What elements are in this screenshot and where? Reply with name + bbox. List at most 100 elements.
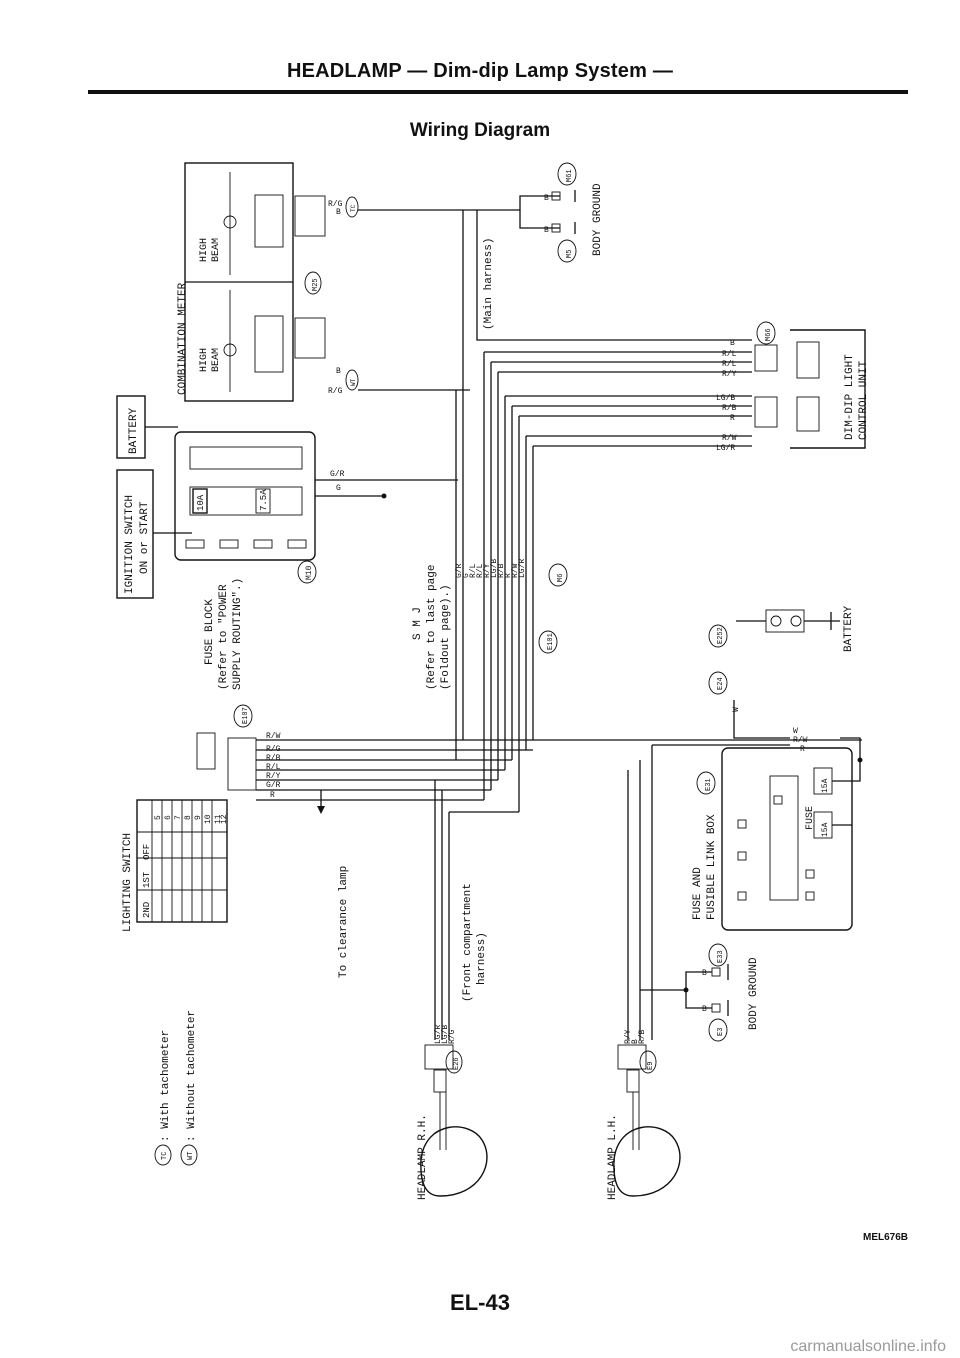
hl-rh-lgb: LG/B: [441, 1025, 450, 1044]
wire-b-gnd3: B: [702, 969, 707, 978]
to-clearance-label: To clearance lamp: [338, 866, 350, 978]
high-beam-label-1: HIGH: [199, 238, 210, 262]
page-title: HEADLAMP — Dim-dip Lamp System —: [286, 60, 674, 82]
ignition-switch-label: IGNITION SWITCH: [124, 495, 136, 594]
switch-col-2nd: 2ND: [142, 902, 152, 918]
smj-ry: R/Y: [483, 563, 492, 578]
switch-row-6: 6: [164, 815, 173, 820]
ls-wire-r: R: [270, 791, 275, 800]
smj-r: R: [504, 573, 513, 578]
switch-row-5: 5: [154, 815, 163, 820]
wire-b-gnd4: B: [702, 1005, 707, 1014]
main-harness-wires: G/R G: [315, 210, 752, 812]
fuse-block-ref1: (Refer to "POWER: [218, 584, 230, 690]
smj-rb: R/B: [497, 563, 506, 578]
legend-tc-text: : With tachometer: [160, 1030, 172, 1142]
ignition-switch-box: IGNITION SWITCH ON or START: [116, 469, 154, 599]
conn-m61: M61: [566, 169, 574, 182]
conn-wt: WT: [350, 378, 357, 386]
headlamp-rh-label: HEADLAMP R.H.: [417, 1114, 429, 1200]
dd-wire-lgr: LG/R: [716, 444, 735, 453]
wire-b-top: B: [336, 208, 341, 217]
body-ground-bottom: E33 E3 BODY GROUND B B: [640, 943, 760, 1042]
front-compartment: (Front compartment harness): [434, 744, 790, 1040]
battery-mid: BATTERY E252 E24 W W R/W R: [708, 605, 855, 754]
main-harness-label: (Main harness): [483, 238, 495, 330]
switch-col-1st: 1ST: [142, 871, 152, 888]
switch-row-8: 8: [184, 815, 193, 820]
wire-b-mid: B: [336, 367, 341, 376]
fuse-block-ref2: SUPPLY ROUTING".): [232, 578, 244, 690]
hl-lh-ry: R/Y: [624, 1029, 633, 1044]
headlamp-rh: HEADLAMP R.H. E26 LG/R LG/B R/G: [417, 1025, 488, 1200]
conn-e33: E33: [717, 950, 725, 963]
switch-row-12: 12: [220, 814, 229, 824]
body-ground-label-2: BODY GROUND: [748, 957, 760, 1030]
wire-rg-top: R/G: [328, 200, 343, 209]
switch-row-10: 10: [204, 814, 213, 824]
hl-lh-rb: R/B: [638, 1029, 647, 1044]
combination-meter: COMBINATION METER HIGH BEAM HIGH BEAM: [177, 162, 294, 402]
wire-w-bat: W: [732, 707, 741, 712]
smj-g: G: [462, 573, 471, 578]
hl-lh-b: B: [631, 1039, 640, 1044]
dimdip-label1: DIM-DIP LIGHT: [844, 354, 856, 440]
high-beam-label-2b: BEAM: [211, 348, 222, 372]
smj-label: S M J: [412, 607, 424, 640]
conn-e107: E107: [242, 707, 250, 724]
fuse-label: FUSE: [805, 806, 816, 830]
ls-wire-rw: R/W: [266, 732, 281, 741]
headlamp-lh-label: HEADLAMP L.H.: [607, 1114, 619, 1200]
conn-tc: TC: [350, 204, 357, 212]
conn-e31: E31: [705, 778, 713, 791]
dd-wire-rb: R/B: [722, 404, 737, 413]
wire-g-fb: G: [336, 484, 341, 493]
dimdip-control-unit: M66 DIM-DIP LIGHT CONTROL UNIT B R/L R/L…: [716, 321, 870, 453]
fuse-10a: 10A: [196, 494, 206, 511]
body-ground-top: M61 M5 BODY GROUND (Main harness) B B: [358, 162, 604, 330]
lighting-switch: LIGHTING SWITCH OFF 1ST 2ND 5 6 7 8 9 10…: [122, 704, 862, 978]
wire-w-link: W: [793, 727, 798, 736]
smj-ref2: (Foldout page).): [440, 584, 452, 690]
conn-m5: M5: [566, 250, 574, 258]
ls-wire-gr: G/R: [266, 781, 281, 790]
body-ground-label: BODY GROUND: [592, 183, 604, 256]
title-rule: [88, 90, 908, 94]
conn-e26: E26: [453, 1057, 461, 1070]
lighting-switch-label: LIGHTING SWITCH: [122, 833, 134, 932]
conn-e252: E252: [717, 627, 725, 644]
conn-m66: M66: [765, 328, 773, 341]
smj-block: S M J (Refer to last page (Foldout page)…: [412, 559, 568, 690]
dimdip-label2: CONTROL UNIT: [858, 360, 870, 440]
page-number: EL-43: [450, 1290, 510, 1315]
fuse-15a-b: 15A: [821, 822, 830, 837]
smj-gr: G/R: [455, 563, 464, 578]
smj-rl: R/L: [469, 563, 478, 578]
wire-gr-fb: G/R: [330, 470, 345, 479]
switch-row-9: 9: [194, 815, 203, 820]
meter-connectors: M25 R/G B TC B R/G WT: [294, 195, 359, 396]
dd-wire-rw: R/W: [722, 434, 737, 443]
headlamp-lh: HEADLAMP L.H. E9 R/Y B R/B: [607, 1029, 681, 1200]
ignition-switch-position: ON or START: [139, 501, 151, 574]
wire-rg-mid: R/G: [328, 387, 343, 396]
wire-r-link: R: [800, 745, 805, 754]
front-harness-2: harness): [476, 932, 488, 985]
page-subtitle: Wiring Diagram: [409, 120, 551, 141]
smj-lgr: LG/R: [518, 559, 527, 578]
conn-e3: E3: [717, 1028, 725, 1036]
battery-top-label: BATTERY: [128, 407, 140, 454]
fuse-block-label: FUSE BLOCK: [204, 599, 216, 665]
legend-wt-text: : Without tachometer: [186, 1010, 198, 1142]
wire-b-gnd1: B: [544, 194, 549, 203]
dd-wire-rl: R/L: [722, 350, 737, 359]
hl-rh-rg: R/G: [448, 1029, 457, 1044]
switch-row-7: 7: [174, 815, 183, 820]
conn-m25: M25: [312, 278, 320, 291]
front-harness-1: (Front compartment: [462, 883, 474, 1002]
switch-row-11: 11: [214, 814, 223, 824]
smj-lgb: LG/B: [490, 559, 499, 578]
dd-wire-ry: R/Y: [722, 370, 737, 379]
battery-top-box: BATTERY: [116, 395, 146, 459]
